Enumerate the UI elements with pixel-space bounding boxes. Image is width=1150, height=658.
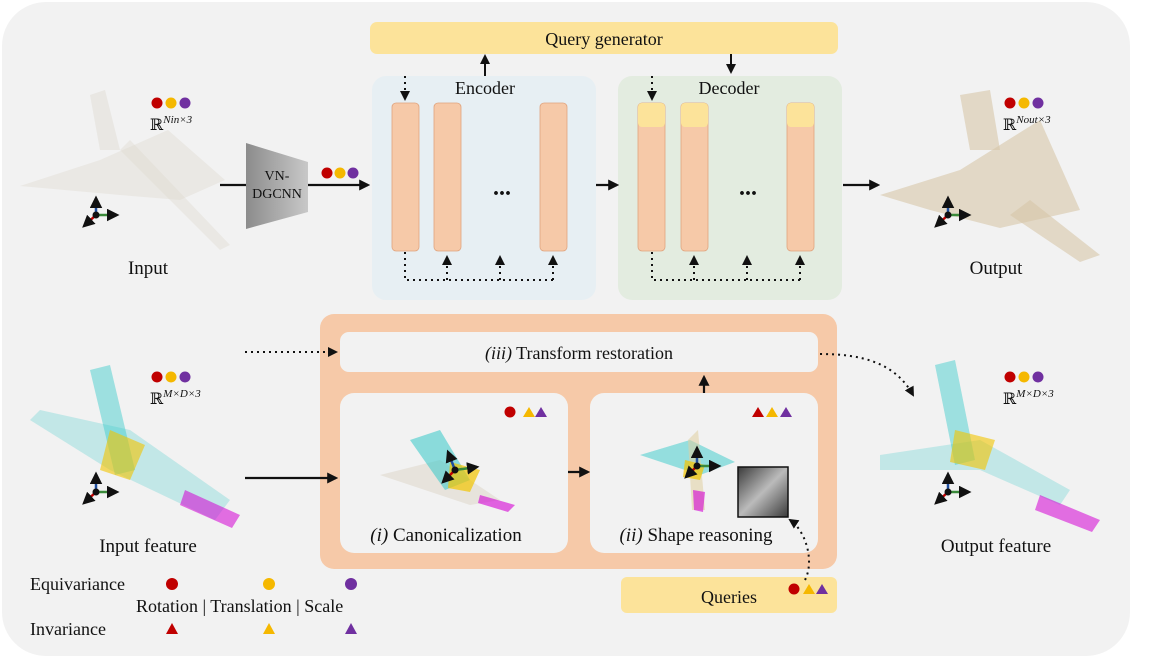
legend-properties-label: Rotation | Translation | Scale (136, 596, 343, 616)
legend-rotation-equivariance-dot (166, 578, 178, 590)
encoder-label: Encoder (455, 78, 515, 98)
output-space-symbol: ℝNout×3 (1003, 114, 1051, 134)
legend-rotation-invariance-triangle (166, 623, 178, 634)
encoder-block (391, 102, 420, 252)
canonical-axes-icon (441, 449, 480, 484)
queries-box (621, 577, 837, 613)
legend-scale-equivariance-dot (345, 578, 357, 590)
canonicalization-property-marks (504, 406, 547, 418)
output-feature-cloud (880, 360, 1100, 532)
transform-restoration-box (340, 332, 818, 372)
encoder-block (539, 102, 568, 252)
vn-dgcnn-block (246, 143, 308, 229)
output-feature-space-symbol: ℝM×D×3 (1003, 388, 1054, 408)
legend-translation-equivariance-dot (263, 578, 275, 590)
decoder-block (637, 102, 666, 252)
query-generator-box (370, 22, 838, 54)
decoder-skip-line (651, 252, 802, 281)
output-feature-dots (1004, 371, 1044, 383)
input-feature-cloud (30, 365, 240, 528)
decoder-block (786, 102, 815, 252)
decoder-block (680, 102, 709, 252)
input-equivariance-dots (151, 97, 191, 109)
decoder-label: Decoder (699, 78, 760, 98)
encoder-ellipsis: ... (493, 175, 511, 201)
encoder-block (433, 102, 462, 252)
output-feature-axes-icon (934, 471, 972, 505)
input-space-symbol: ℝNin×3 (150, 114, 193, 134)
canonicalization-label: (i) Canonicalization (370, 525, 522, 546)
input-point-cloud (20, 90, 230, 250)
shape-axes-icon (684, 445, 722, 479)
query-generator-label: Query generator (545, 29, 662, 49)
output-equivariance-dots (1004, 97, 1044, 109)
input-feature-dots (151, 371, 191, 383)
input-feature-space-symbol: ℝM×D×3 (150, 388, 201, 408)
legend-invariance-label: Invariance (30, 619, 106, 639)
input-label: Input (128, 258, 169, 279)
legend-equivariance-label: Equivariance (30, 574, 125, 594)
transform-restoration-label: (iii) Transform restoration (485, 343, 673, 364)
input-axes-icon (82, 195, 120, 228)
queries-label: Queries (701, 587, 757, 607)
shape-reasoning-property-marks (752, 407, 792, 417)
input-feature-axes-icon (82, 471, 120, 505)
output-feature-label: Output feature (941, 536, 1051, 557)
shape-reasoning-label: (ii) Shape reasoning (619, 525, 773, 546)
vn-dgcnn-label-line1: VN- (265, 169, 290, 184)
decoder-ellipsis: ... (739, 175, 757, 201)
output-axes-icon (934, 195, 972, 228)
vn-output-equivariance-dots (321, 167, 359, 179)
vn-dgcnn-label-line2: DGCNN (252, 187, 302, 202)
output-point-cloud (880, 90, 1100, 262)
input-feature-label: Input feature (99, 536, 197, 557)
output-label: Output (970, 258, 1024, 279)
attention-matrix-icon (737, 466, 789, 518)
queries-to-shape-arrow (788, 518, 810, 581)
legend-scale-invariance-triangle (345, 623, 357, 634)
decoder-panel (618, 76, 842, 300)
queries-property-marks (788, 583, 828, 595)
restoration-to-output-arrow (819, 353, 914, 397)
legend-translation-invariance-triangle (263, 623, 275, 634)
